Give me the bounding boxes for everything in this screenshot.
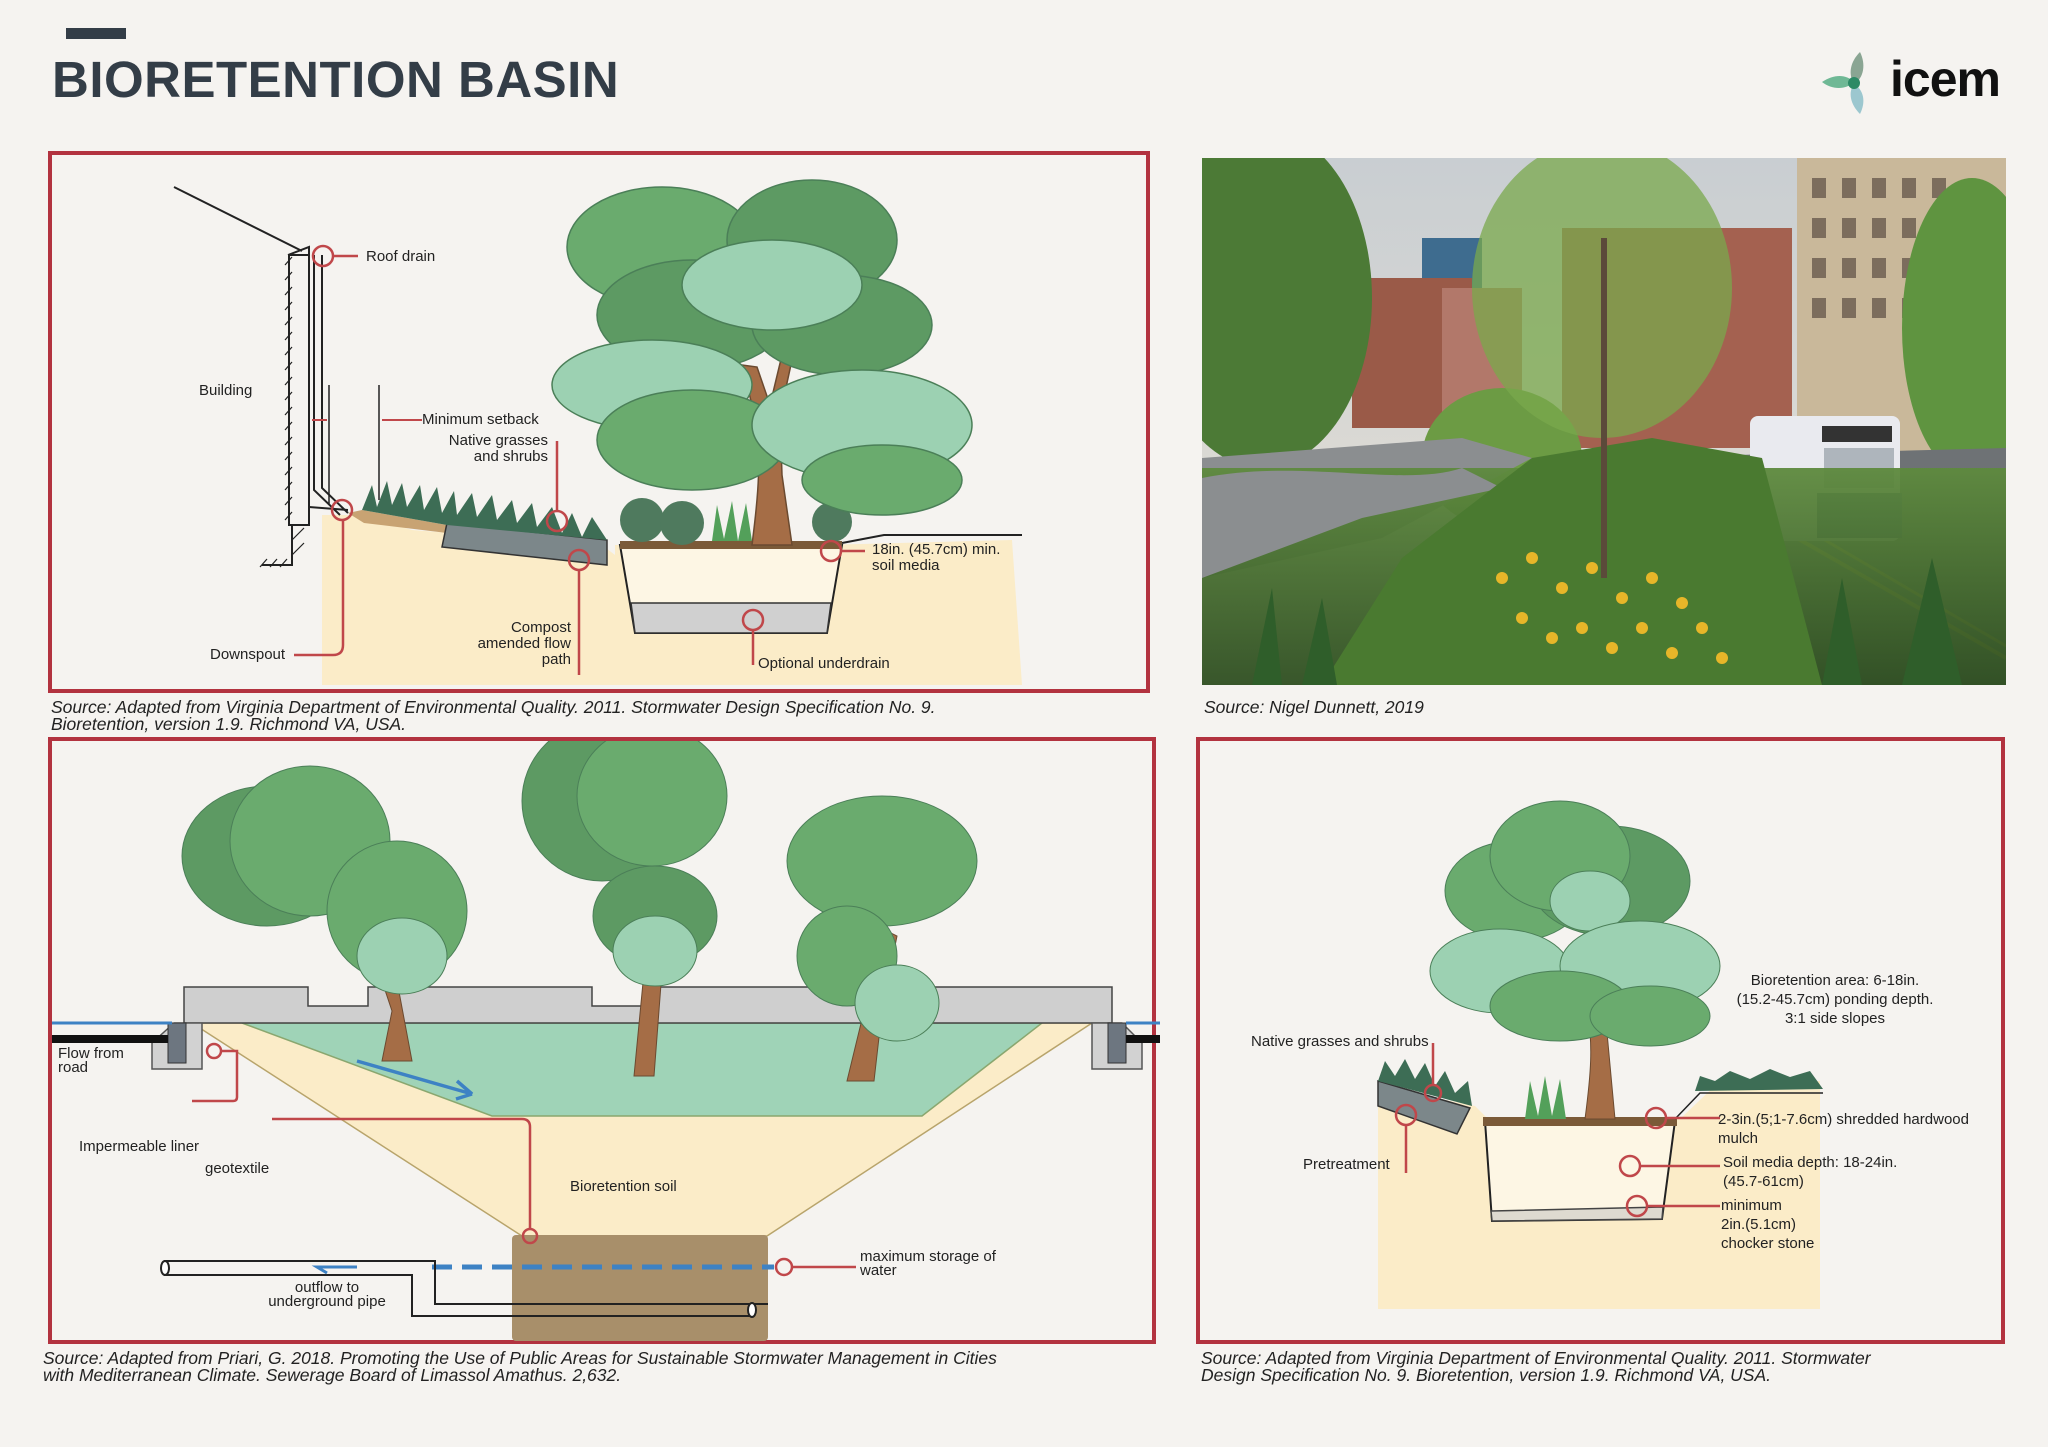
label-building: Building xyxy=(199,382,253,399)
street-scene-illustration xyxy=(1202,158,2006,685)
bioretention-detail-diagram xyxy=(1377,800,1823,1309)
panel-roof-drain-section: Roof drain Building Minimum setback Nati… xyxy=(48,151,1150,693)
caption-bottom-left: Source: Adapted from Priari, G. 2018. Pr… xyxy=(43,1348,997,1385)
label-impermeable-liner: Impermeable liner xyxy=(79,1138,200,1155)
label-soil-media: 18in. (45.7cm) min.soil media xyxy=(872,541,1001,574)
label-bioretention-area: Bioretention area: 6-18in.(15.2-45.7cm) … xyxy=(1736,972,1934,1027)
label-geotextile: geotextile xyxy=(205,1160,270,1177)
label-roof-drain: Roof drain xyxy=(366,248,436,265)
leaf-trefoil-icon xyxy=(1822,52,1864,114)
bioretention-cross-section-diagram xyxy=(52,741,1160,1341)
roof-drain-section-diagram xyxy=(173,179,1022,685)
label-downspout: Downspout xyxy=(210,646,286,663)
label-soil-media-depth: Soil media depth: 18-24in.(45.7-61cm) xyxy=(1723,1154,1898,1190)
icem-logo: icem xyxy=(1820,48,2010,118)
title-accent-bar xyxy=(66,28,126,39)
label-optional-underdrain: Optional underdrain xyxy=(758,655,890,672)
caption-bottom-right: Source: Adapted from Virginia Department… xyxy=(1201,1348,1871,1385)
label-pretreatment: Pretreatment xyxy=(1303,1156,1390,1173)
page-title: BIORETENTION BASIN xyxy=(52,51,620,108)
label-minimum-setback: Minimum setback xyxy=(422,411,539,428)
caption-top-right: Source: Nigel Dunnett, 2019 xyxy=(1204,697,1424,717)
panel-bioretention-detail: Bioretention area: 6-18in.(15.2-45.7cm) … xyxy=(1196,737,2005,1344)
label-bioretention-soil: Bioretention soil xyxy=(570,1178,677,1195)
label-native-grasses-shrubs: Native grasses and shrubs xyxy=(1251,1033,1429,1050)
photo-street-bioretention xyxy=(1202,158,2006,685)
logo-wordmark: icem xyxy=(1890,51,2001,107)
caption-top-left: Source: Adapted from Virginia Department… xyxy=(51,697,936,734)
